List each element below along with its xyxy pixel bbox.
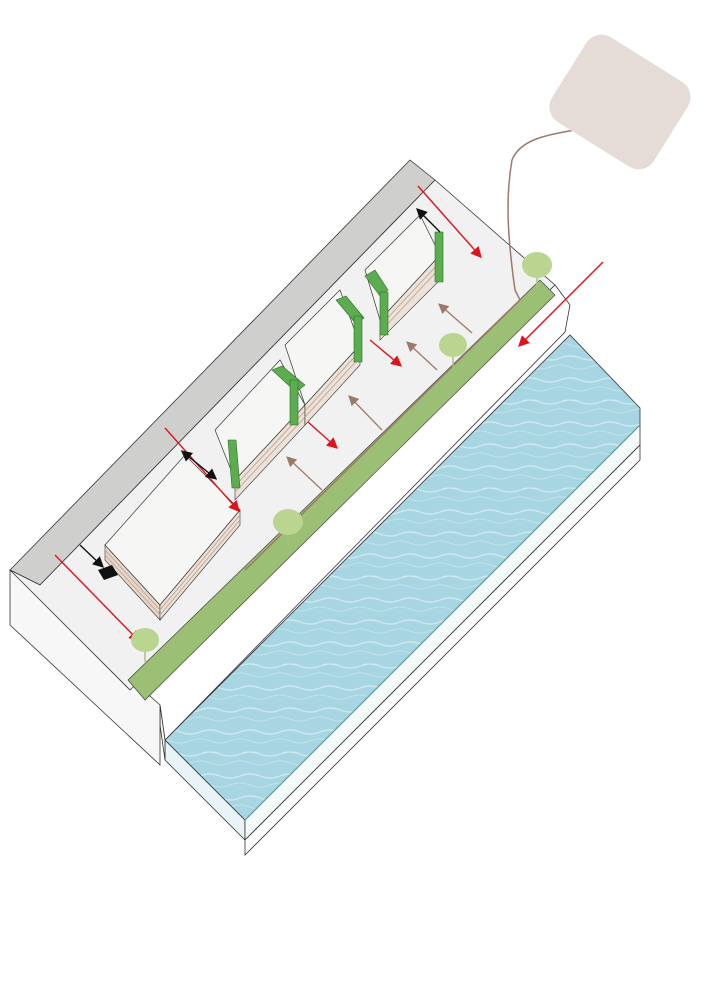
- tree-icon: [131, 628, 159, 662]
- cloud-shape-icon: [549, 34, 691, 170]
- water-body: [164, 334, 641, 856]
- black-arrows: [79, 208, 441, 568]
- brown-arrow-3: [406, 341, 438, 371]
- brown-arrow-4: [438, 303, 473, 334]
- water-surface: [164, 334, 641, 821]
- green-connector-5: [353, 315, 363, 363]
- black-arrow-double: [180, 450, 218, 480]
- green-connector-3: [289, 379, 299, 426]
- building-large-strata: [104, 514, 241, 616]
- entrance-block-icon: [98, 565, 118, 580]
- red-arrow-3: [307, 421, 339, 449]
- green-connector-7: [379, 291, 389, 336]
- brown-arrow-2: [348, 395, 383, 431]
- black-arrow-entry: [79, 544, 105, 568]
- building-2: [284, 289, 361, 426]
- green-connectors: [227, 231, 444, 489]
- green-connector-8: [434, 231, 444, 283]
- green-connector-1: [227, 439, 241, 489]
- brown-pedestrian-path: [244, 289, 521, 571]
- red-arrows: [54, 185, 604, 643]
- red-arrow-1: [54, 554, 140, 643]
- brown-arrow-1: [286, 456, 323, 491]
- tree-icon: [273, 509, 303, 546]
- water-edge-line: [244, 424, 641, 821]
- brown-path: [244, 129, 576, 571]
- building-large: [104, 454, 241, 621]
- building-large-roof: [104, 454, 241, 606]
- red-arrow-4: [369, 339, 403, 367]
- tree-icon: [522, 252, 552, 289]
- building-3-strata: [379, 261, 441, 333]
- tree-icon: [439, 333, 467, 367]
- red-arrow-6: [518, 261, 604, 347]
- green-connector-6: [364, 269, 389, 297]
- black-arrow-top: [416, 208, 441, 233]
- brown-link-line: [507, 129, 576, 291]
- red-arrow-5: [417, 185, 482, 259]
- brown-arrows: [286, 303, 473, 491]
- building-2-strata: [304, 350, 361, 418]
- trees: [131, 252, 552, 662]
- water-bottom-face: [244, 444, 641, 856]
- green-strip: [127, 279, 556, 701]
